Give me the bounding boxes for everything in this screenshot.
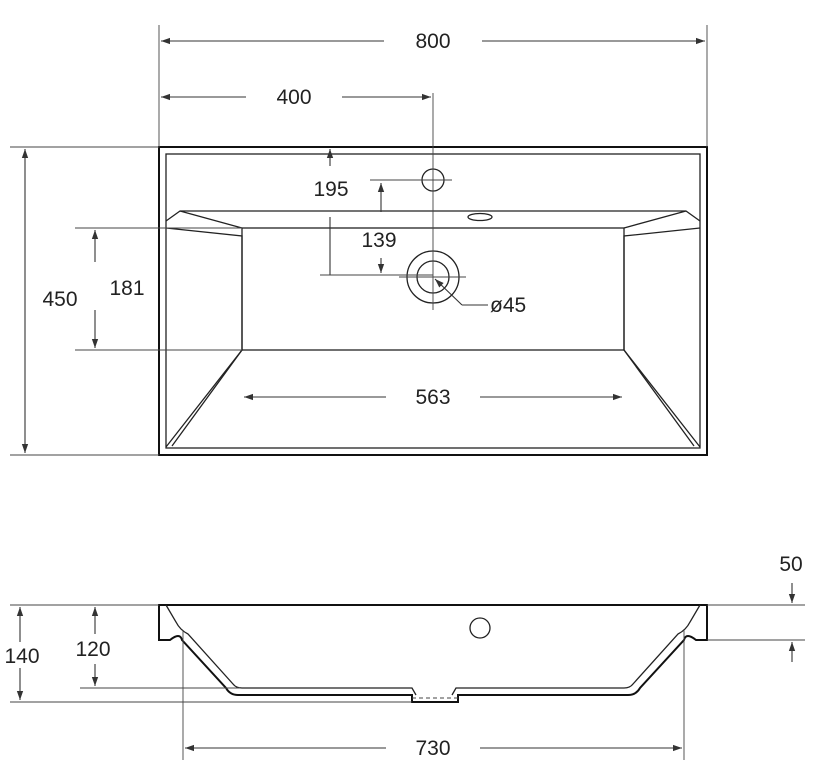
dim-basin-height: 120 <box>75 638 110 661</box>
side-profile-outer <box>158 604 708 703</box>
dim-tap-hole-offset: 400 <box>276 86 311 109</box>
dim-drain-diameter: ø45 <box>490 294 526 317</box>
dim-basin-depth: 181 <box>109 277 144 300</box>
overflow-hole <box>469 617 491 639</box>
dim-total-height: 140 <box>4 645 39 668</box>
side-profile-inner <box>165 604 701 696</box>
dim-drain-from-tap-hole: 139 <box>361 229 396 252</box>
dim-overall-width: 800 <box>415 30 450 53</box>
top-view: 800 400 450 195 139 181 ø45 56 <box>10 25 708 456</box>
dim-overall-depth: 450 <box>42 288 77 311</box>
side-view: 50 140 120 730 <box>1 553 805 760</box>
dim-rim-thickness: 50 <box>779 553 802 576</box>
dim-basin-width: 563 <box>415 386 450 409</box>
overflow-slot <box>467 212 493 222</box>
dim-bottom-width: 730 <box>415 737 450 760</box>
dim-tap-hole-from-edge: 195 <box>313 178 348 201</box>
